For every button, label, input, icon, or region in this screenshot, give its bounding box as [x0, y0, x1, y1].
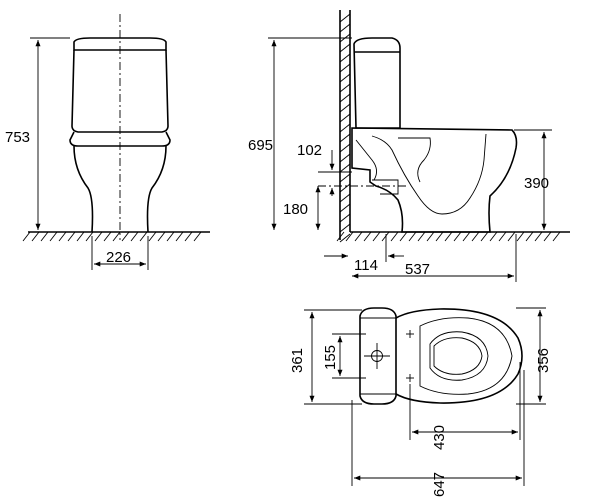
front-outlet-width-label: 226 [106, 249, 131, 266]
top-total-length-label: 647 [431, 472, 448, 497]
side-inlet-height-label: 102 [297, 142, 322, 159]
side-height-label: 695 [248, 137, 273, 154]
side-seat-height-label: 390 [524, 175, 549, 192]
wall [339, 10, 351, 243]
side-floor [336, 231, 570, 242]
front-height-label: 753 [5, 129, 30, 146]
top-seat [419, 317, 513, 395]
front-floor [22, 231, 210, 242]
side-cistern [353, 37, 401, 129]
top-view: 361 155 356 430 647 [289, 307, 552, 497]
hinge-marks [406, 330, 414, 382]
top-bowl-length-label: 430 [431, 425, 448, 450]
front-cistern [73, 37, 167, 51]
front-pedestal [73, 145, 167, 233]
side-view: 695 102 180 390 114 537 [248, 10, 570, 282]
side-bowl [351, 127, 518, 233]
top-bowl [395, 308, 523, 404]
top-bowl-width-label: 356 [535, 348, 552, 373]
top-seat-opening [429, 331, 489, 381]
side-outlet-height-label: 180 [283, 201, 308, 218]
front-view: 753 226 [5, 14, 210, 270]
top-cistern [359, 307, 397, 405]
top-width-label: 361 [289, 348, 306, 373]
top-fixing-label: 155 [322, 345, 339, 370]
side-wall-offset-label: 114 [354, 257, 378, 274]
side-depth-label: 537 [405, 261, 430, 278]
